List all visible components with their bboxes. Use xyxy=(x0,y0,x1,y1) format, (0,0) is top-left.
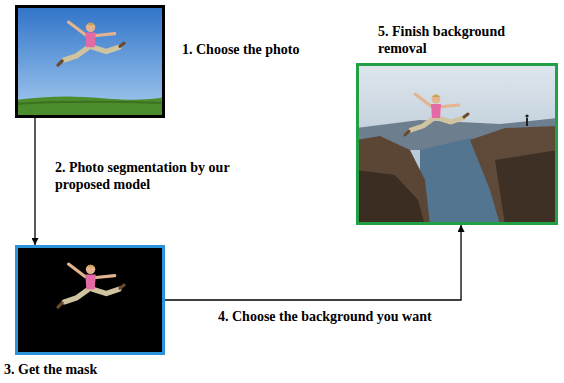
photo-box: 5. Finish background removal xyxy=(356,63,558,225)
caption-holder: 5. Finish background removal xyxy=(378,24,550,58)
label-holder: 2. Photo segmentation by our proposed mo… xyxy=(55,160,245,194)
flow-arrow xyxy=(165,225,461,300)
photo-box: 3. Get the mask xyxy=(15,245,165,355)
flow-arrow xyxy=(34,118,35,245)
result-photo xyxy=(356,63,558,225)
step-caption: 5. Finish background removal xyxy=(378,24,550,58)
step-caption: 1. Choose the photo xyxy=(182,42,352,59)
mask-photo xyxy=(15,245,165,355)
input-photo xyxy=(15,5,165,118)
label-holder: 4. Choose the background you want xyxy=(218,309,518,326)
step-caption: 3. Get the mask xyxy=(4,362,204,379)
photo-box: 1. Choose the photo xyxy=(15,5,165,118)
edge-label: 2. Photo segmentation by our proposed mo… xyxy=(55,160,245,194)
caption-holder: 3. Get the mask xyxy=(4,362,204,379)
edge-label: 4. Choose the background you want xyxy=(218,309,518,326)
caption-holder: 1. Choose the photo xyxy=(182,42,352,59)
